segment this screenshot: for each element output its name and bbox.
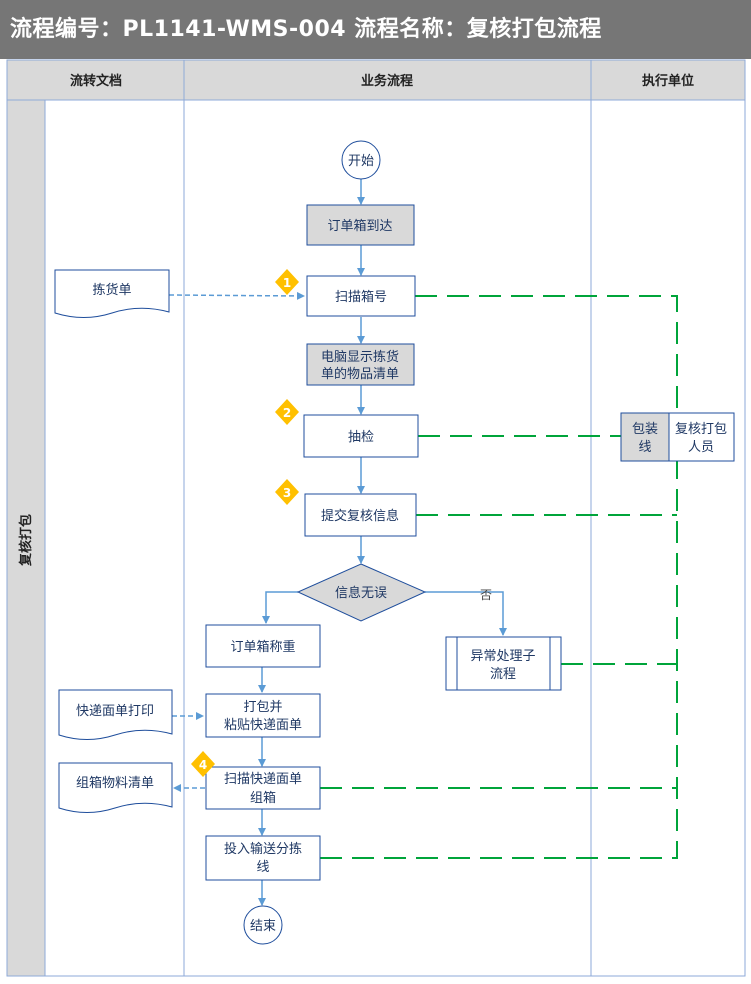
step-display-list: 电脑显示拣货 单的物品清单 xyxy=(306,343,415,386)
step-scan-express: 扫描快递面单 组箱 xyxy=(205,766,321,810)
step-label-line1: 扫描快递面单 xyxy=(224,772,302,787)
badge-number: 2 xyxy=(283,406,291,420)
subprocess-label-line2: 流程 xyxy=(490,667,516,682)
step-scan-box: 扫描箱号 xyxy=(306,275,416,317)
badge-number: 4 xyxy=(199,758,207,772)
column-header-process: 业务流程 xyxy=(361,73,413,89)
start-label: 开始 xyxy=(348,154,374,169)
lane-label: 复核打包 xyxy=(18,514,34,567)
end-node: 结束 xyxy=(243,905,283,945)
flow-arrows xyxy=(168,179,507,906)
step-label-line2: 线 xyxy=(256,860,269,875)
executor-role-cell xyxy=(668,412,735,462)
step-order-box-arrive: 订单箱到达 xyxy=(306,204,415,246)
step-badge-2: 2 xyxy=(275,399,299,425)
executor-role-line2: 人员 xyxy=(688,440,714,455)
step-badge-4: 4 xyxy=(191,751,215,777)
step-weigh: 订单箱称重 xyxy=(205,624,321,668)
lane-label-cell xyxy=(6,99,46,977)
step-label: 订单箱称重 xyxy=(230,639,295,655)
column-header-row: 流转文档 业务流程 执行单位 xyxy=(6,59,746,101)
executor-role-line1: 复核打包 xyxy=(675,422,727,437)
document-label: 快递面单打印 xyxy=(76,704,154,719)
step-label: 抽检 xyxy=(348,430,374,445)
step-sort-line: 投入输送分拣 线 xyxy=(205,835,321,881)
column-header-documents: 流转文档 xyxy=(70,73,122,89)
step-pack-and-label: 打包并 粘贴快递面单 xyxy=(205,693,321,738)
badge-number: 1 xyxy=(283,276,291,290)
decision-no-label: 否 xyxy=(480,588,492,602)
step-badge-3: 3 xyxy=(275,479,299,505)
document-express-print: 快递面单打印 xyxy=(58,689,173,740)
document-packing-list: 组箱物料清单 xyxy=(58,762,173,813)
subprocess-exception: 异常处理子 流程 xyxy=(445,636,562,691)
step-label: 扫描箱号 xyxy=(335,289,387,305)
badge-number: 3 xyxy=(283,486,291,500)
end-label: 结束 xyxy=(250,919,276,934)
start-node: 开始 xyxy=(341,140,381,180)
decision-label: 信息无误 xyxy=(335,585,387,601)
document-label: 组箱物料清单 xyxy=(76,775,154,791)
executor-box: 包装 线 复核打包 人员 xyxy=(620,412,735,462)
subprocess-label-line1: 异常处理子 xyxy=(470,649,535,664)
executor-dept-line2: 线 xyxy=(638,440,651,455)
step-label-line1: 打包并 xyxy=(243,700,282,715)
executor-dept-line1: 包装 xyxy=(632,422,658,437)
step-badge-1: 1 xyxy=(275,269,299,295)
step-label-line1: 电脑显示拣货 xyxy=(321,349,399,365)
step-label-line1: 投入输送分拣 xyxy=(224,841,302,857)
step-label: 订单箱到达 xyxy=(327,218,392,234)
executor-connectors xyxy=(320,295,678,859)
document-picking-list: 拣货单 xyxy=(54,269,170,318)
step-label-line2: 粘贴快递面单 xyxy=(224,718,302,733)
swimlane: 复核打包 xyxy=(6,99,746,977)
column-header-executor: 执行单位 xyxy=(642,73,694,89)
step-label-line2: 单的物品清单 xyxy=(321,366,399,382)
step-label-line2: 组箱 xyxy=(250,790,276,806)
page-title: 流程编号：PL1141-WMS-004 流程名称：复核打包流程 xyxy=(0,0,751,59)
document-label: 拣货单 xyxy=(92,282,131,298)
step-label: 提交复核信息 xyxy=(321,508,399,524)
step-submit-review: 提交复核信息 xyxy=(304,493,417,537)
step-spot-check: 抽检 xyxy=(303,414,419,458)
decision-info-check: 信息无误 xyxy=(296,563,427,622)
